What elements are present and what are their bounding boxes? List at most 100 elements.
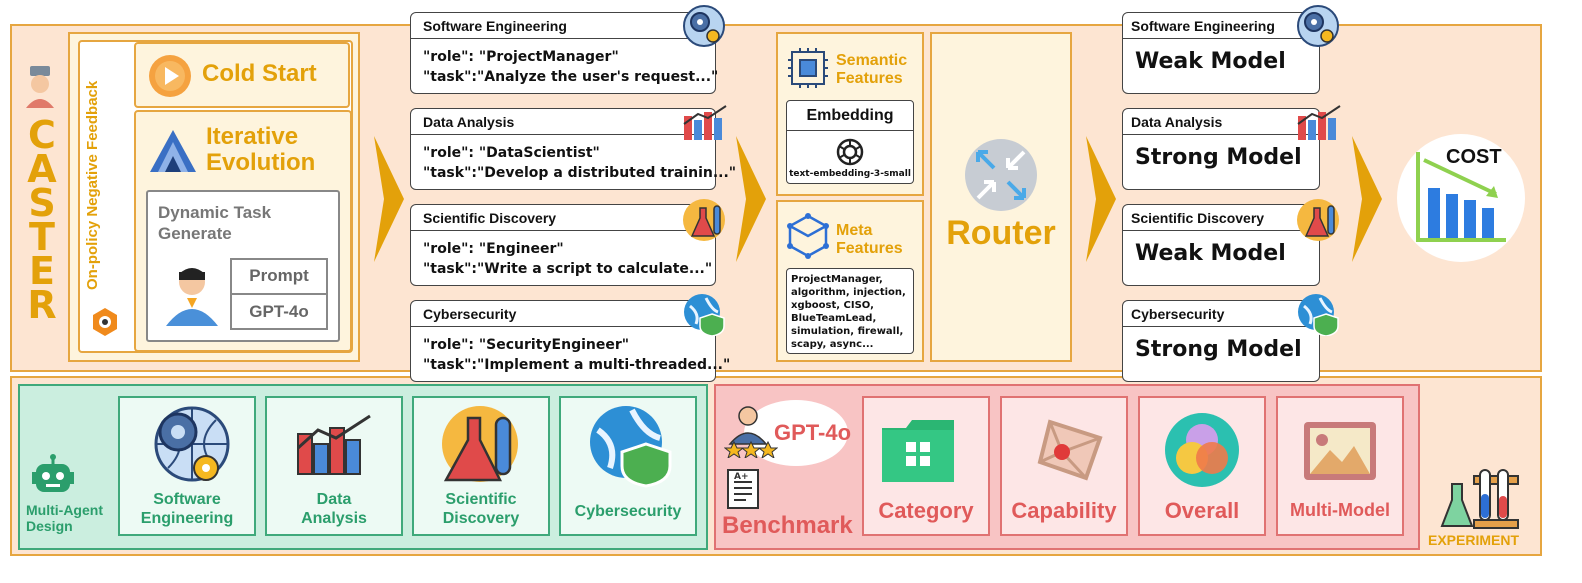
gpt-judge-label: GPT-4o [774, 420, 852, 445]
dtg-line: Dynamic Task [158, 203, 272, 222]
semantic-line: Semantic [836, 52, 908, 69]
benchmark-label: Benchmark [722, 512, 853, 539]
experiment-label: EXPERIMENT [1428, 532, 1520, 548]
flow-arrow-icon [1086, 136, 1116, 262]
mad-label-line: Analysis [301, 510, 367, 527]
domain-card-software: Software Engineering "role": "ProjectMan… [410, 12, 719, 94]
mad-side-line: Multi-Agent [26, 502, 103, 518]
model-card-title: Data Analysis [1123, 109, 1319, 135]
image-picture-icon [1304, 422, 1376, 480]
chip-icon [788, 48, 828, 88]
caster-letter: R [27, 283, 57, 327]
router-arrows-icon [965, 139, 1037, 211]
model-choice: Strong Model [1135, 337, 1302, 362]
domain-role: "role": "DataScientist" [423, 145, 600, 161]
prompt-label: Prompt [249, 266, 309, 285]
person-icon [166, 268, 218, 326]
feedback-label: On-policy Negative Feedback [84, 81, 114, 290]
semantic-line: Features [836, 70, 903, 87]
feedback-loop-icon [93, 308, 117, 336]
gear-globe-icon [1297, 5, 1339, 47]
cube-network-icon [787, 213, 829, 259]
domain-task: "task":"Implement a multi-threaded..." [423, 357, 731, 373]
embedding-box: Embedding text-embedding-3-small [786, 100, 914, 184]
mad-label-line: Discovery [442, 510, 520, 527]
category-folder-icon [882, 420, 954, 482]
caster-letter: T [29, 215, 55, 259]
caster-title: C A S T E R [22, 113, 62, 327]
lab-flask-icon [1297, 199, 1339, 241]
domain-card-cyber: Cybersecurity "role": "SecurityEngineer"… [410, 300, 730, 382]
caster-letter: C [28, 113, 56, 157]
prompt-divider [230, 293, 328, 295]
cost-chart-icon [1397, 134, 1525, 262]
model-card-science: Scientific Discovery Weak Model [1122, 204, 1320, 286]
overall-venn-icon [1165, 413, 1239, 487]
domain-task: "task":"Analyze the user's request..." [423, 69, 719, 85]
semantic-features-title: Semantic Features [836, 52, 907, 88]
mad-card-label: Software Engineering [118, 490, 256, 528]
experiment-tubes-icon [1440, 469, 1519, 529]
domain-task: "task":"Develop a distributed trainin...… [423, 165, 737, 181]
iter-line: Evolution [206, 149, 316, 176]
shield-globe-icon [1298, 294, 1339, 336]
model-card-title: Cybersecurity [1123, 301, 1319, 327]
router-label: Router [946, 214, 1056, 252]
shield-globe-icon [590, 406, 672, 488]
judge-person-icon [724, 406, 778, 458]
lab-flask-icon [683, 199, 725, 241]
mad-side-line: Design [26, 518, 73, 534]
model-card-title: Scientific Discovery [1123, 205, 1319, 231]
domain-role: "role": "SecurityEngineer" [423, 337, 630, 353]
gpt-judge-oval [744, 400, 848, 466]
mad-label-line: Data [316, 491, 352, 508]
model-choice: Weak Model [1135, 241, 1286, 266]
dynamic-task-title: Dynamic Task Generate [158, 202, 271, 244]
bench-card-label: Multi-Model [1290, 500, 1390, 520]
mad-label-line: Scientific [445, 491, 517, 508]
bench-card-label: Category [878, 498, 974, 523]
graded-paper-icon: A+ [727, 469, 759, 509]
play-icon [149, 55, 191, 97]
gear-globe-icon [683, 5, 725, 47]
meta-features-title: Meta Features [836, 222, 903, 258]
model-card-software: Software Engineering Weak Model [1122, 12, 1320, 94]
meta-features-list: ProjectManager, algorithm, injection, xg… [786, 268, 914, 354]
data-chart-icon [683, 105, 727, 140]
caster-letter: E [29, 249, 55, 293]
bench-card-label: Capability [1011, 498, 1117, 523]
domain-card-title: Scientific Discovery [411, 205, 715, 231]
model-card-data: Data Analysis Strong Model [1122, 108, 1320, 190]
model-choice: Strong Model [1135, 145, 1302, 170]
bench-card-capability [1000, 396, 1128, 536]
flow-arrow-icon [1352, 136, 1382, 262]
capability-network-icon [1037, 419, 1103, 481]
embedding-title: Embedding [787, 101, 913, 131]
model-card-title: Software Engineering [1123, 13, 1319, 39]
domain-card-title: Software Engineering [411, 13, 715, 39]
domain-card-title: Data Analysis [411, 109, 715, 135]
model-choice: Weak Model [1135, 49, 1286, 74]
dtg-line: Generate [158, 224, 232, 243]
bench-card-label: Overall [1164, 498, 1240, 523]
iter-line: Iterative [206, 123, 299, 150]
flow-arrow-icon [374, 136, 404, 262]
user-avatar-icon [26, 66, 54, 108]
mad-label-line: Software [153, 491, 221, 508]
shield-globe-icon [684, 294, 725, 336]
domain-role: "role": "Engineer" [423, 241, 564, 257]
caster-letter: S [28, 181, 56, 225]
embedding-model-name: text-embedding-3-small [789, 169, 911, 179]
evolution-triangle-icon [150, 130, 196, 172]
domain-card-data: Data Analysis "role": "DataScientist" "t… [410, 108, 736, 190]
data-chart-icon [296, 414, 371, 475]
cold-start-title: Cold Start [202, 60, 317, 87]
multi-agent-design-label: Multi-Agent Design [26, 502, 103, 534]
mad-label-line: Engineering [140, 510, 234, 527]
domain-task: "task":"Write a script to calculate..." [423, 261, 713, 277]
svg-text:A+: A+ [734, 472, 749, 482]
openai-logo-icon [836, 138, 864, 166]
lab-flask-icon [442, 406, 518, 482]
domain-card-science: Scientific Discovery "role": "Engineer" … [410, 204, 716, 286]
model-card-cyber: Cybersecurity Strong Model [1122, 300, 1320, 382]
